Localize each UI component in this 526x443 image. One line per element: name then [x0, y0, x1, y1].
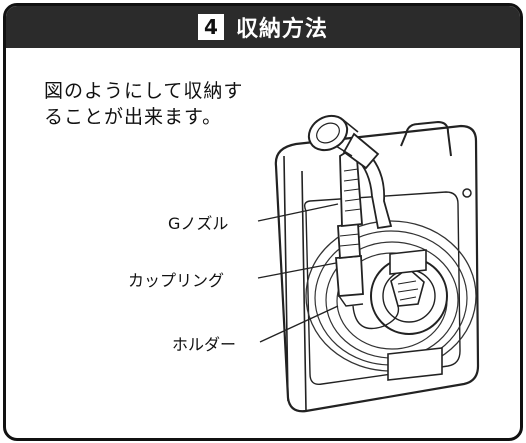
instruction-line-1: 図のようにして収納す [44, 80, 244, 102]
instruction-text: 図のようにして収納す ることが出来ます。 [44, 78, 284, 130]
callout-holder-label: ホルダー [172, 335, 237, 354]
hose-reel-illustration [257, 114, 480, 413]
section-title: 収納方法 [235, 17, 328, 42]
callout-line-coupling [257, 262, 337, 279]
callout-coupling-label: カップリング [128, 271, 225, 290]
callout-line-nozzle [257, 203, 339, 222]
step-number-badge: 4 [197, 14, 224, 40]
instruction-line-2: ることが出来ます。 [44, 106, 223, 128]
instruction-panel: 4 収納方法 図のようにして収納す ることが出来ます。 [3, 3, 523, 441]
coupling [337, 223, 361, 259]
section-header: 4 収納方法 [6, 6, 520, 48]
holder [335, 255, 364, 297]
reel-housing [274, 124, 480, 413]
callout-nozzle-label: Gノズル [168, 214, 229, 233]
callout-line-holder [259, 305, 339, 343]
reel-handle [400, 120, 452, 157]
